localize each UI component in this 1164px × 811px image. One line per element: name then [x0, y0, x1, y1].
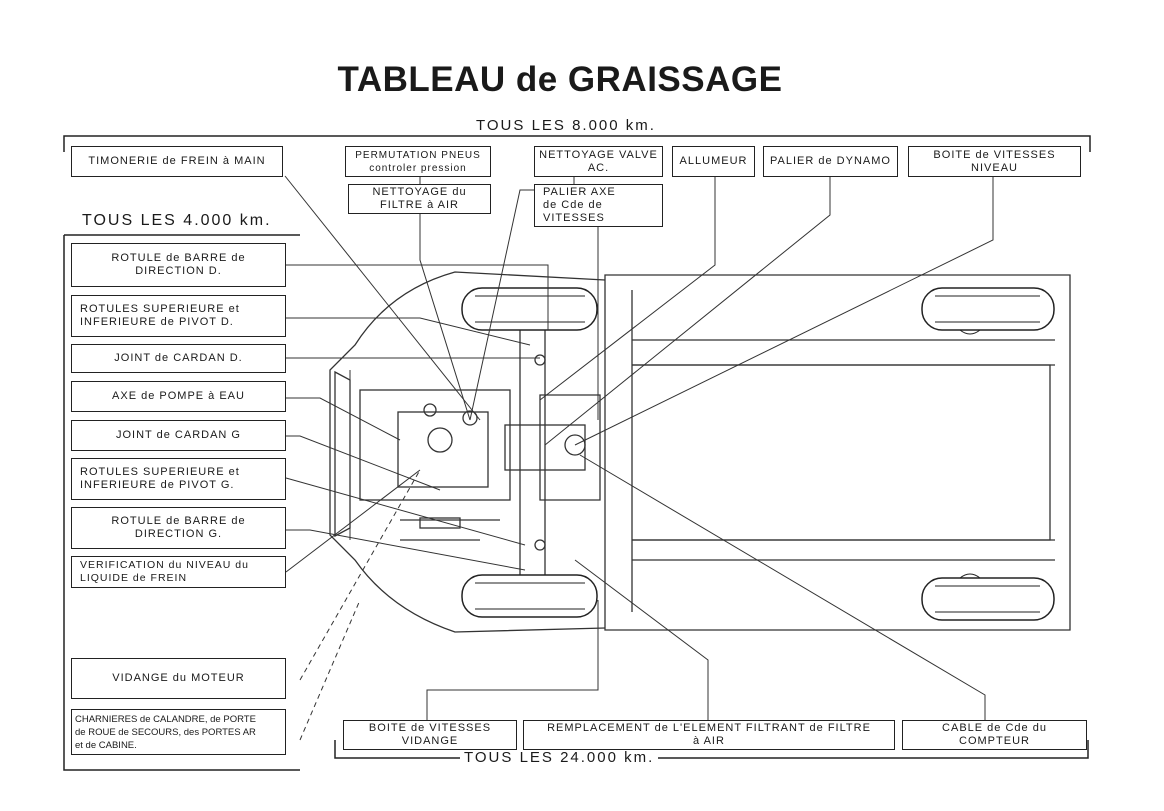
item-boite-vitesses-vidange: BOITE de VITESSES VIDANGE: [343, 720, 517, 750]
item-rotules-pivot-d: ROTULES SUPERIEURE et INFERIEURE de PIVO…: [71, 295, 286, 337]
item-allumeur: ALLUMEUR: [672, 146, 755, 177]
item-joint-cardan-g: JOINT de CARDAN G: [71, 420, 286, 451]
item-rotule-barre-direction-d: ROTULE de BARRE de DIRECTION D.: [71, 243, 286, 287]
wheels: [461, 287, 1055, 621]
page-title: TABLEAU de GRAISSAGE: [337, 60, 783, 99]
item-rotules-pivot-g: ROTULES SUPERIEURE et INFERIEURE de PIVO…: [71, 458, 286, 500]
item-verification-liquide-frein: VERIFICATION du NIVEAU du LIQUIDE de FRE…: [71, 556, 286, 588]
item-nettoyage-filtre-air: NETTOYAGE du FILTRE à AIR: [348, 184, 491, 214]
item-cable-compteur: CABLE de Cde du COMPTEUR: [902, 720, 1087, 750]
leader-lines: [284, 175, 994, 741]
item-axe-pompe-eau: AXE de POMPE à EAU: [71, 381, 286, 412]
item-vidange-moteur: VIDANGE du MOTEUR: [71, 658, 286, 699]
item-timonerie-frein: TIMONERIE de FREIN à MAIN: [71, 146, 283, 177]
vehicle-outline: [329, 271, 1071, 633]
item-charnieres: CHARNIERES de CALANDRE, de PORTE de ROUE…: [71, 709, 286, 755]
item-boite-vitesses-niveau: BOITE de VITESSES NIVEAU: [908, 146, 1081, 177]
item-permutation-pneus: PERMUTATION PNEUS controler pression: [345, 146, 491, 177]
interval-24000-label: TOUS LES 24.000 km.: [460, 749, 659, 766]
item-joint-cardan-d: JOINT de CARDAN D.: [71, 344, 286, 373]
interval-4000-label: TOUS LES 4.000 km.: [78, 212, 276, 230]
item-palier-dynamo: PALIER de DYNAMO: [763, 146, 898, 177]
item-rotule-barre-direction-g: ROTULE de BARRE de DIRECTION G.: [71, 507, 286, 549]
item-nettoyage-valve: NETTOYAGE VALVE AC.: [534, 146, 663, 177]
item-palier-axe-vitesses: PALIER AXE de Cde de VITESSES: [534, 184, 663, 227]
interval-8000-label: TOUS LES 8.000 km.: [472, 117, 660, 134]
item-remplacement-filtre-air: REMPLACEMENT de L'ELEMENT FILTRANT de FI…: [523, 720, 895, 750]
